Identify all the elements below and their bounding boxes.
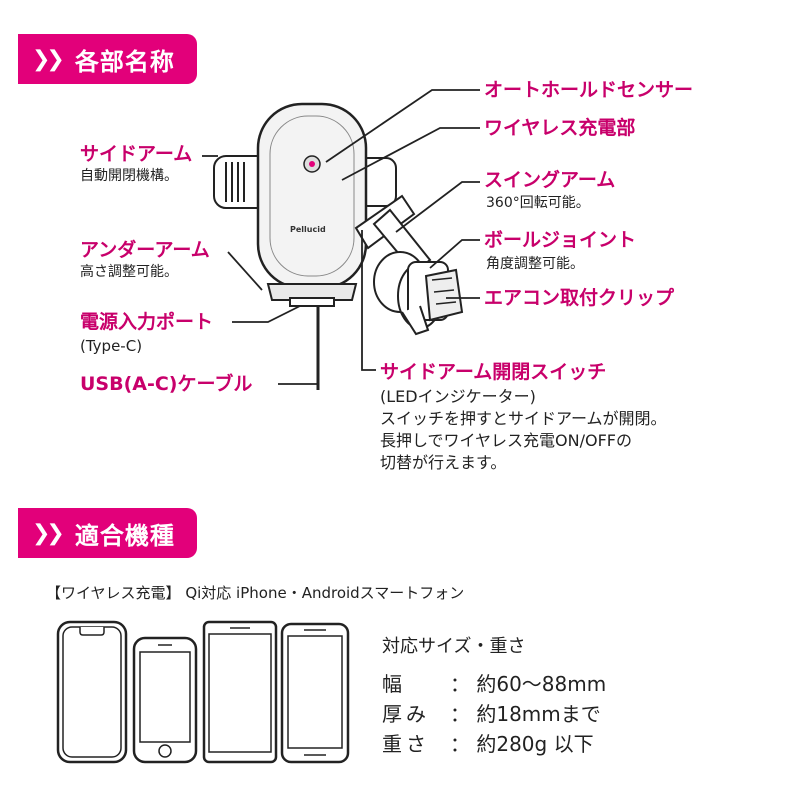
leader-lines (202, 89, 480, 385)
spec-row-thickness: 厚み ： 約18mmまで (382, 698, 601, 727)
spec-value: ： 約60～88mm (450, 672, 607, 696)
brand-print: Pellucid (290, 225, 326, 234)
charger-body (256, 102, 368, 290)
label-ball-joint: ボールジョイント (484, 229, 637, 251)
spec-value: ： 約280g 以下 (450, 732, 594, 756)
section-banner-compat: ❯❯ 適合機種 (18, 508, 197, 558)
spec-title: 対応サイズ・重さ (382, 636, 526, 657)
switch-desc-1: (LEDインジケーター) (380, 387, 536, 406)
label-wireless-charger: ワイヤレス充電部 (484, 117, 636, 139)
switch-desc-3: 長押しでワイヤレス充電ON/OFFの (380, 431, 632, 450)
section-banner-parts: ❯❯ 各部名称 (18, 34, 197, 84)
ball-joint (373, 251, 464, 336)
compat-header: 【ワイヤレス充電】 Qi対応 iPhone・Androidスマートフォン (46, 584, 465, 602)
under-arm (266, 283, 358, 307)
spec-key: 重さ (382, 732, 430, 756)
label-aircon-clip: エアコン取付クリップ (484, 287, 675, 309)
spec-key: 厚み (382, 702, 430, 726)
label-usb-cable: USB(A-C)ケーブル (80, 373, 253, 395)
double-chevron-right-icon: ❯❯ (32, 46, 65, 72)
label-side-arm-switch: サイドアーム開閉スイッチ (380, 361, 607, 383)
label-side-arm: サイドアーム (80, 143, 193, 165)
spec-key: 幅 (382, 672, 406, 696)
section-title-parts: 各部名称 (74, 47, 175, 76)
spec-row-weight: 重さ ： 約280g 以下 (382, 728, 594, 757)
note-side-arm: 自動開閉機構。 (80, 168, 178, 184)
note-ball-joint: 角度調整可能。 (486, 256, 584, 272)
note-swing-arm: 360°回転可能。 (486, 195, 590, 211)
label-auto-hold-sensor: オートホールドセンサー (484, 79, 694, 101)
label-swing-arm: スイングアーム (484, 169, 616, 191)
switch-desc-2: スイッチを押すとサイドアームが開閉。 (380, 409, 667, 428)
double-chevron-right-icon: ❯❯ (32, 520, 65, 546)
label-power-port: 電源入力ポート (80, 311, 214, 333)
note-power-port: (Type-C) (80, 337, 143, 355)
section-title-compat: 適合機種 (74, 521, 175, 550)
spec-value: ： 約18mmまで (450, 702, 601, 726)
spec-row-width: 幅 ： 約60～88mm (382, 668, 606, 697)
label-under-arm: アンダーアーム (80, 239, 210, 261)
note-under-arm: 高さ調整可能。 (80, 264, 178, 280)
switch-desc-4: 切替が行えます。 (380, 453, 507, 472)
